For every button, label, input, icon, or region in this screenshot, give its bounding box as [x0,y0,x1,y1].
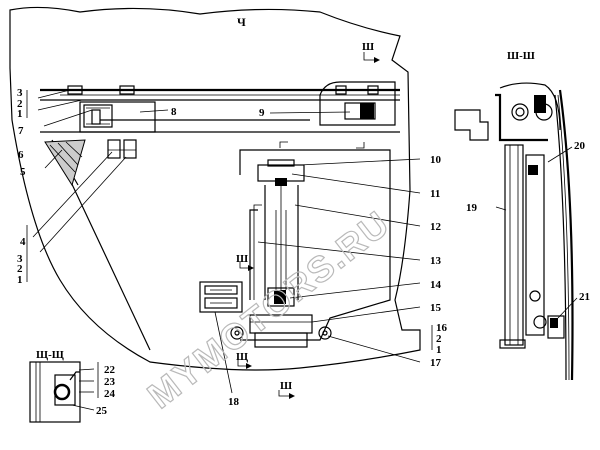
callout-12: 12 [430,221,442,233]
callout-21: 21 [579,291,590,303]
callout-2b: 2 [17,263,23,275]
callout-13: 13 [430,255,442,267]
arrow-label-sh-mid: Ш [236,253,248,265]
callout-19: 19 [466,202,478,214]
callout-3b: 3 [17,253,23,265]
callout-22: 22 [104,364,116,376]
callout-10: 10 [430,154,442,166]
callout-9: 9 [259,107,265,119]
callout-1a: 1 [17,108,23,120]
callout-3a: 3 [17,87,23,99]
section-sh-sh [454,82,578,381]
inner-frame [239,149,391,341]
arrow-label-sh-bottom: Ш [280,380,292,392]
main-view [9,6,433,399]
callout-1c: 1 [436,344,442,356]
arrow-label-sh-top: Ш [362,41,374,53]
section-title-sh: Ш-Ш [507,50,535,62]
hatched-wedge [44,139,86,187]
section-title-shch: Щ-Щ [36,349,64,361]
callout-6: 6 [18,149,24,161]
callout-2a: 2 [17,98,23,110]
callout-14: 14 [430,279,442,291]
lock-18 [199,281,243,313]
section-shch-detail [29,361,81,423]
bracket-8 [79,101,156,133]
callout-7: 7 [18,125,24,137]
section-shch-shch [29,361,99,423]
callout-2c: 2 [436,333,442,345]
callout-24: 24 [104,388,116,400]
callout-18: 18 [228,396,240,408]
callout-4: 4 [20,236,26,248]
arrow-label-shch: Щ [236,351,248,363]
labels: Ч Ш-Ш Щ-Щ Ш Ш Щ Ш 3 2 1 7 6 5 4 3 2 1 8 … [17,15,590,417]
panel-outline [9,6,421,371]
callout-5: 5 [20,166,26,178]
callout-11: 11 [430,188,440,200]
callout-20: 20 [574,140,586,152]
callout-1b: 1 [17,274,23,286]
callout-15: 15 [430,302,442,314]
callout-23: 23 [104,376,116,388]
callout-25: 25 [96,405,108,417]
callout-8: 8 [171,106,177,118]
callout-16: 16 [436,322,448,334]
callout-17: 17 [430,357,442,369]
view-label-ch: Ч [237,15,246,29]
